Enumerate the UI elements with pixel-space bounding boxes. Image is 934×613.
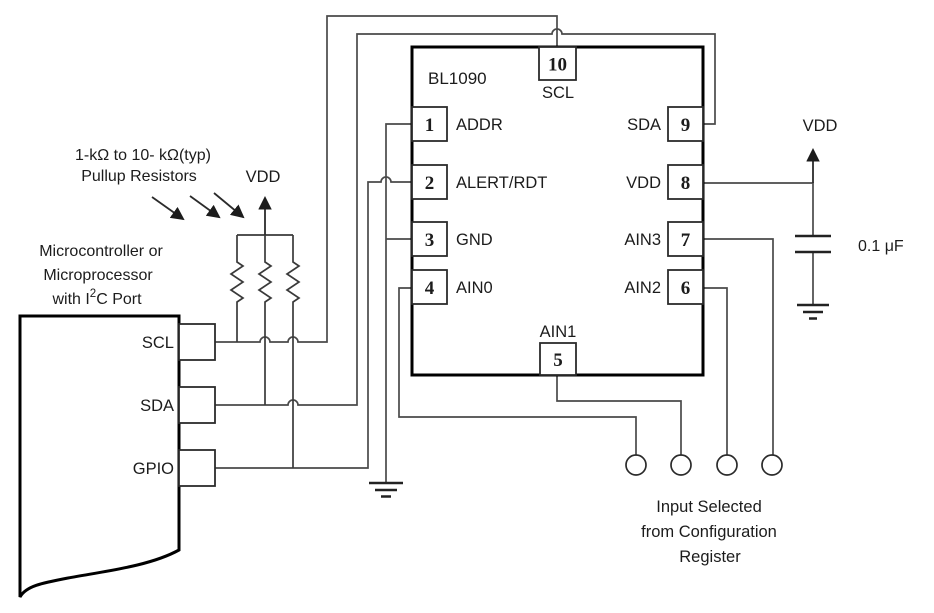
ground-bars-main [369, 481, 403, 498]
input-nodes: Input Selected from Configuration Regist… [625, 454, 783, 566]
pin-7-box [667, 221, 704, 257]
pin-9-number: 9 [681, 115, 691, 136]
pin-7-number: 7 [681, 230, 691, 251]
capacitor-value-label: 0.1 μF [858, 238, 904, 255]
resistor-1 [229, 235, 245, 342]
input-note-line1: Input Selected [656, 498, 762, 516]
pin-6-box [667, 269, 704, 305]
pullup-annotation: 1-kΩ to 10- kΩ(typ) Pullup Resistors [75, 147, 245, 221]
ground-symbol-cap [797, 303, 829, 320]
ic-left-pins: 1 ADDR 2 ALERT/RDT 3 GND 4 AIN0 [411, 106, 547, 305]
mcu-pin-sda-label: SDA [140, 397, 174, 415]
vdd-symbol-left: VDD [246, 168, 281, 235]
pin-8-number: 8 [681, 173, 691, 194]
pullup-note-line2: Pullup Resistors [81, 168, 197, 185]
wire-ain2-net [702, 287, 728, 456]
pullup-arrow-2 [189, 195, 221, 219]
mcu-pin-sda-box [178, 386, 216, 424]
mcu-title-line2: Microprocessor [43, 267, 153, 284]
pin-10-label: SCL [542, 84, 574, 102]
pullup-note-line1: 1-kΩ to 10- kΩ(typ) [75, 147, 211, 164]
input-circle-1 [625, 454, 647, 476]
decoupling-capacitor: 0.1 μF [795, 234, 904, 255]
pullup-resistors [229, 234, 301, 468]
pin-2-box [411, 164, 448, 200]
wire-gpio-alert-net [214, 176, 413, 469]
pin-7-label: AIN3 [624, 231, 661, 249]
input-circle-2 [670, 454, 692, 476]
pullup-arrow-1 [151, 196, 185, 221]
pin-2-label: ALERT/RDT [456, 174, 547, 192]
mcu-title-line3-sup: 2 [90, 288, 96, 300]
input-note-line2: from Configuration [641, 523, 777, 541]
mcu-title-line3-post: C Port [96, 291, 142, 308]
pin-4-label: AIN0 [456, 279, 493, 297]
pin-6-label: AIN2 [624, 279, 661, 297]
pin-3-number: 3 [425, 230, 435, 251]
pin-10-number: 10 [548, 55, 567, 76]
wire-vdd-net [702, 182, 814, 305]
pin-5-label: AIN1 [540, 323, 577, 341]
pin-9-label: SDA [627, 116, 661, 134]
wire-sda-net [214, 28, 716, 406]
resistor-2 [257, 235, 273, 405]
pin-1-number: 1 [425, 115, 435, 136]
ic-bl1090: BL1090 10 SCL AIN1 5 1 ADDR 2 ALERT/RDT … [410, 45, 705, 377]
input-note-line3: Register [679, 548, 741, 566]
wire-addr-gnd-net [385, 123, 413, 483]
ground-symbol-main [369, 481, 403, 498]
mcu-pin-gpio-label: GPIO [133, 460, 174, 478]
wire-scl-net [214, 15, 558, 343]
mcu-pin-scl-label: SCL [142, 334, 174, 352]
pin-1-box [411, 106, 448, 142]
mcu-title-line3-pre: with I [51, 291, 89, 308]
input-circle-3 [716, 454, 738, 476]
mcu-pin-gpio-box [178, 449, 216, 487]
pin-5-number: 5 [553, 350, 563, 371]
resistor-3 [285, 235, 301, 468]
pin-4-box [411, 269, 448, 305]
pin-8-label: VDD [626, 174, 661, 192]
ic-right-pins: 9 SDA 8 VDD 7 AIN3 6 AIN2 [624, 106, 704, 305]
capacitor-plates [795, 234, 831, 254]
ic-part-number: BL1090 [428, 69, 487, 88]
wire-ain3-net [702, 238, 774, 456]
pin-1-label: ADDR [456, 116, 503, 134]
pin-5-box [539, 342, 577, 376]
pin-10-box [538, 46, 577, 81]
pin-4-number: 4 [425, 278, 435, 299]
pin-2-number: 2 [425, 173, 435, 194]
mcu-pin-scl-box [178, 323, 216, 361]
mcu-body [18, 314, 181, 598]
pin-3-label: GND [456, 231, 493, 249]
input-circle-4 [761, 454, 783, 476]
pin-6-number: 6 [681, 278, 691, 299]
pin-8-box [667, 164, 704, 200]
vdd-symbol-right: VDD [803, 117, 838, 183]
pin-3-box [411, 221, 448, 257]
mcu-title-line3: with I2C Port [51, 288, 142, 308]
wires [214, 15, 814, 483]
wire-ain1-net [556, 374, 682, 456]
ground-bars-cap [797, 303, 829, 320]
pullup-arrow-3 [213, 192, 245, 219]
vdd-right-label: VDD [803, 117, 838, 135]
pin-9-box [667, 106, 704, 142]
mcu: Microcontroller or Microprocessor with I… [18, 243, 216, 598]
wire-ain0-net [398, 287, 637, 456]
mcu-title-line1: Microcontroller or [39, 243, 163, 260]
vdd-left-label: VDD [246, 168, 281, 186]
